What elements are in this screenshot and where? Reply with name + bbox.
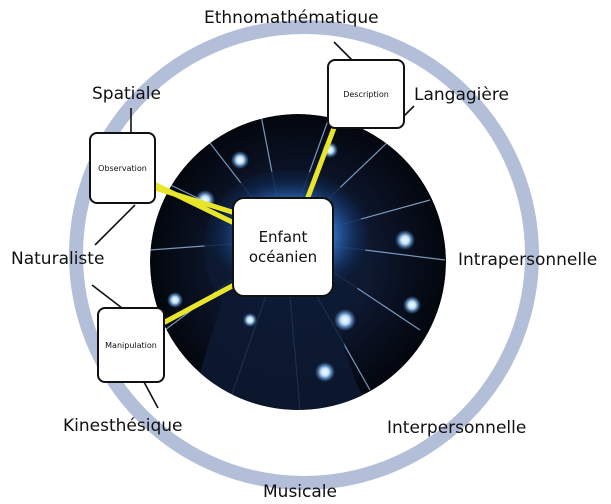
line-nat-manip (91, 284, 123, 309)
box-manipulation: Manipulation (97, 307, 165, 383)
outer-ring (69, 20, 539, 490)
center-box: Enfant océanien (232, 197, 334, 297)
label-ethnomathematique: Ethnomathématique (204, 8, 379, 28)
connector-description (305, 125, 337, 200)
label-langagiere: Langagière (414, 85, 509, 105)
label-intrapersonnelle: Intrapersonnelle (458, 250, 598, 270)
box-observation: Observation (89, 132, 156, 204)
line-obs-nat (94, 204, 136, 246)
box-description: Description (327, 59, 405, 129)
line-ethno (333, 41, 353, 61)
center-line-2: océanien (248, 248, 318, 266)
label-kinesthesique: Kinesthésique (63, 416, 183, 436)
label-spatiale: Spatiale (92, 84, 161, 104)
label-musicale: Musicale (263, 482, 337, 502)
line-manip-kine (143, 381, 159, 409)
connector-manipulation (162, 282, 237, 325)
center-line-1: Enfant (258, 228, 308, 246)
label-naturaliste: Naturaliste (11, 249, 105, 269)
connector-observation-2 (152, 185, 235, 215)
label-interpersonnelle: Interpersonnelle (387, 418, 527, 438)
